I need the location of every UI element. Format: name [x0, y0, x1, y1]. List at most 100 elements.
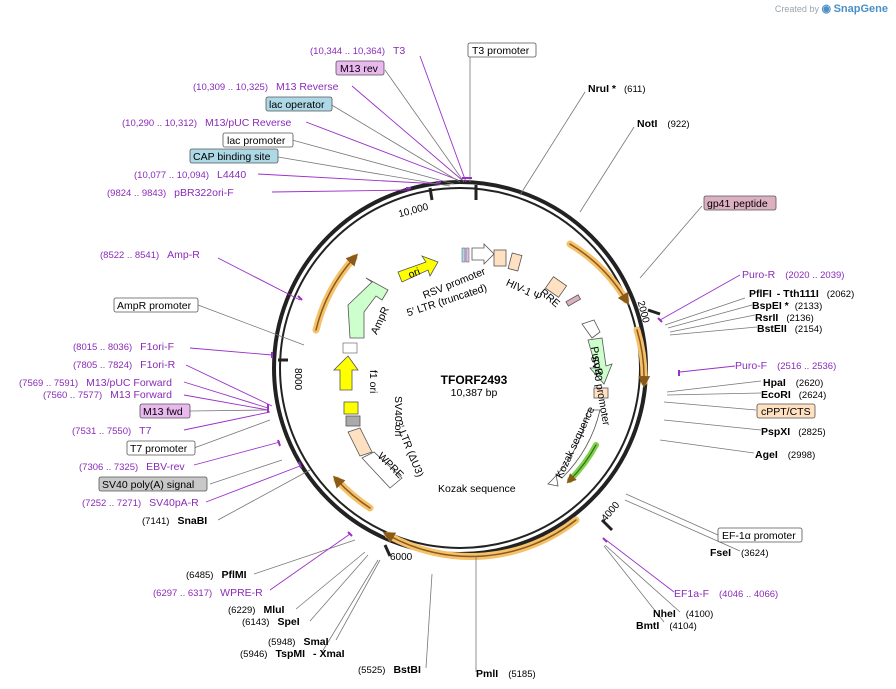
primer-markers	[267, 177, 680, 543]
label-ampr: AmpR	[369, 305, 392, 337]
ampr-promoter-text: AmpR promoter	[117, 300, 192, 312]
brand-prefix: Created by	[774, 4, 819, 14]
site-smai: (5948)SmaI	[268, 636, 329, 648]
primer-ef1a-f: EF1a-F(4046 .. 4066)	[674, 588, 778, 600]
tick-label-6000: 6000	[390, 552, 413, 563]
site-pflmi: (6485)PflMI	[186, 569, 247, 581]
t7-promoter-label: T7 promoter	[126, 440, 196, 456]
primer-m13puc-reverse: (10,290 .. 10,312)M13/pUC Reverse	[122, 117, 292, 129]
sv40ori-box	[343, 401, 359, 415]
primer-m13puc-forward: (7569 .. 7591)M13/pUC Forward	[19, 377, 172, 389]
inner-features	[333, 243, 613, 489]
t3-promoter-text: T3 promoter	[472, 45, 530, 57]
site-nhei: NheI(4100)	[653, 608, 713, 620]
site-bmti: BmtI(4104)	[636, 620, 697, 632]
primer-m13-forward: (7560 .. 7577)M13 Forward	[43, 389, 172, 401]
primer-sv40pa-r: (7252 .. 7271)SV40pA-R	[82, 497, 199, 509]
site-pflfi: PflFI- Tth111I(2062)	[749, 288, 854, 300]
site-rsrii: RsrII(2136)	[755, 312, 814, 324]
label-f1ori: f1 ori	[367, 370, 379, 393]
label-sv40ori: SV40 ori	[392, 396, 404, 436]
label-kozak-right: Kozak sequence	[554, 405, 598, 481]
ef1a-promoter-label: EF-1α promoter	[717, 527, 803, 543]
sv40prom-arrow	[581, 319, 601, 339]
boxed-labels: T3 promoter M13 rev lac operator lac pro…	[98, 42, 816, 543]
cap-site-text: CAP binding site	[193, 151, 271, 163]
site-nrui: NruI *(611)	[588, 83, 646, 95]
label-hiv: HIV-1 Ψ	[504, 277, 544, 304]
orf-arrow-left	[312, 254, 358, 334]
gp41-box	[565, 294, 582, 307]
m13-rev-text: M13 rev	[340, 63, 379, 75]
wpre-box	[361, 451, 403, 489]
lac-promoter-text: lac promoter	[227, 135, 286, 147]
site-hpai: HpaI(2620)	[763, 377, 823, 389]
site-snabi: (7141)SnaBI	[142, 515, 207, 527]
site-mlui: (6229)MluI	[228, 604, 285, 616]
site-fsei: FseI(3624)	[710, 547, 768, 559]
ef1a-promoter-text: EF-1α promoter	[722, 530, 796, 542]
primer-f1ori-r: (7805 .. 7824)F1ori-R	[73, 359, 176, 371]
rsv-arrow	[471, 243, 495, 265]
site-pmli: PmlI(5185)	[476, 668, 536, 680]
primer-labels: (10,344 .. 10,364)T3 (10,309 .. 10,325)M…	[19, 45, 844, 600]
orf-arrows	[312, 240, 651, 560]
gp41-label: gp41 peptide	[703, 195, 777, 211]
tick-marks	[278, 185, 661, 557]
puror-arrow	[587, 337, 613, 385]
brand-name: SnapGene	[833, 3, 888, 15]
m13-fwd-text: M13 fwd	[143, 406, 183, 418]
gp41-text: gp41 peptide	[707, 198, 768, 210]
label-kozak-bottom: Kozak sequence	[438, 483, 516, 495]
sv40-polya-label: SV40 poly(A) signal	[98, 476, 208, 492]
plasmid-length: 10,387 bp	[451, 387, 498, 399]
primer-m13-reverse: (10,309 .. 10,325)M13 Reverse	[193, 81, 339, 93]
site-ecori: EcoRI(2624)	[761, 389, 826, 401]
ori-arrow	[397, 255, 439, 283]
site-leader-lines	[217, 91, 762, 672]
rre-box	[544, 276, 568, 298]
small-left-markers	[342, 247, 470, 354]
primer-puro-f: Puro-F(2516 .. 2536)	[735, 360, 836, 372]
plasmid-name: TFORF2493	[441, 373, 508, 387]
snapgene-logo-icon: ◉	[821, 3, 832, 15]
tick-label-4000: 4000	[599, 500, 622, 524]
sv40-polya-text: SV40 poly(A) signal	[102, 479, 194, 491]
tick-label-10000: 10,000	[397, 202, 430, 221]
site-pspxi: PspXI(2825)	[761, 426, 826, 438]
site-bsteii: BstEII(2154)	[757, 323, 822, 335]
primer-wpre-r: (6297 .. 6317)WPRE-R	[153, 587, 263, 599]
lac-operator-label: lac operator	[265, 96, 333, 112]
primer-puro-r: Puro-R(2020 .. 2039)	[742, 269, 844, 281]
f1ori-arrow	[333, 355, 359, 391]
primer-leader-lines	[183, 55, 741, 593]
site-bspei: BspEI *(2133)	[752, 300, 822, 312]
site-agei: AgeI(2998)	[755, 449, 815, 461]
lac-operator-text: lac operator	[269, 99, 325, 111]
site-bstbi: (5525)BstBI	[358, 664, 421, 676]
ltr5-box	[493, 249, 507, 267]
primer-pbr322ori-f: (9824 .. 9843)pBR322ori-F	[107, 187, 234, 199]
cppt-label: cPPT/CTS	[756, 403, 816, 419]
ampr-arrow	[347, 277, 389, 339]
primer-ebv-rev: (7306 .. 7325)EBV-rev	[79, 461, 185, 473]
box-leader-lines	[189, 57, 757, 536]
primer-t3: (10,344 .. 10,364)T3	[310, 45, 405, 57]
primer-f1ori-f: (8015 .. 8036)F1ori-F	[73, 341, 174, 353]
primer-t7: (7531 .. 7550)T7	[72, 425, 152, 437]
label-puror: PuroR	[588, 346, 605, 378]
ampr-promoter-label: AmpR promoter	[113, 297, 199, 313]
primer-l4440: (10,077 .. 10,094)L4440	[134, 169, 246, 181]
restriction-sites: NruI *(611) NotI(922) PflFI- Tth111I(206…	[142, 83, 854, 680]
label-ori: ori	[407, 266, 422, 281]
site-noti: NotI(922)	[637, 118, 690, 130]
t7-promoter-text: T7 promoter	[130, 443, 188, 455]
primer-amp-r: (8522 .. 8541)Amp-R	[100, 249, 200, 261]
site-tspmi: (5946)TspMI- XmaI	[240, 648, 345, 660]
ltr3-box	[347, 427, 373, 457]
m13-fwd-label: M13 fwd	[139, 403, 191, 419]
t3-promoter-label: T3 promoter	[467, 42, 537, 58]
lac-promoter-label: lac promoter	[222, 132, 294, 148]
snapgene-brand: Created by ◉ SnapGene	[775, 2, 888, 15]
